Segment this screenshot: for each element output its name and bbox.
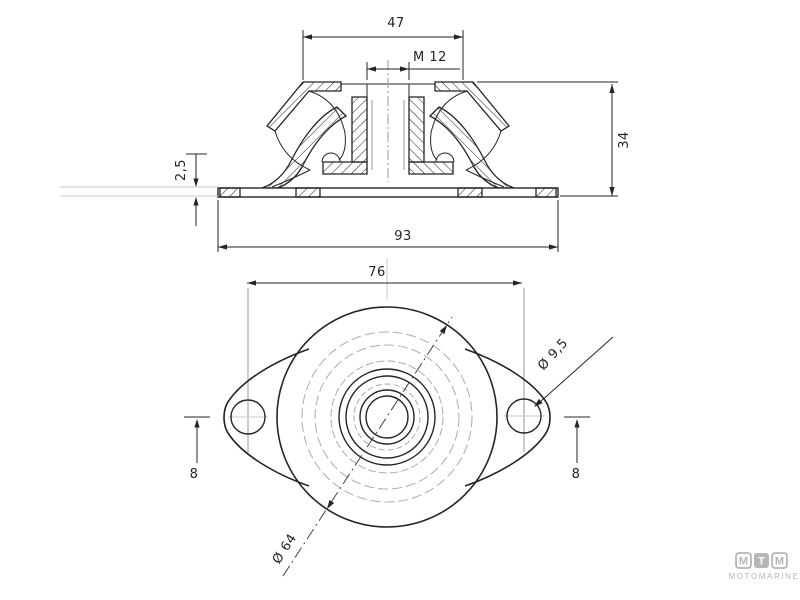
dim-label-thread: M 12: [413, 50, 447, 65]
leader-line: [539, 336, 614, 403]
base-plate-hatch-right-leg: [457, 187, 483, 198]
dim-label-body-diameter: Ø 64: [270, 531, 301, 567]
arrow-right-icon: [454, 34, 463, 40]
logo-box-m2: [771, 552, 788, 569]
arrow-right-icon: [400, 66, 409, 72]
arrow-up-icon: [609, 84, 615, 93]
arrow-up-icon: [574, 419, 580, 428]
logo-subtitle: MOTOMARINE: [729, 572, 800, 581]
dim-top-width: 47: [302, 16, 464, 80]
base-plate: [217, 187, 559, 198]
arrow-down-icon: [609, 187, 615, 196]
side-view-left-half: [261, 81, 389, 189]
arrow-up-icon: [193, 197, 199, 206]
body-ring-27: [359, 389, 415, 445]
dim-left-offset: 8: [184, 416, 210, 482]
base-plate-hatch-left-leg: [295, 187, 321, 198]
base-plate-hatch-right-end: [535, 187, 557, 198]
dim-label-base-width: 93: [394, 229, 412, 244]
left-ear-outline: [223, 348, 310, 487]
side-view: [60, 60, 618, 198]
arrow-lower-icon: [327, 500, 335, 509]
arrow-left-icon: [218, 244, 227, 250]
dim-label-right-offset: 8: [572, 467, 581, 482]
dim-hole-spacing: 76: [247, 265, 522, 286]
arrow-up-icon: [194, 419, 200, 428]
dim-right-offset: 8: [564, 416, 590, 482]
diameter-line: [282, 316, 453, 577]
logo-letter-m2: M: [775, 556, 784, 568]
logo-box-t: [754, 553, 769, 568]
dim-height: 34: [609, 84, 632, 196]
body-outer-circle: [276, 306, 498, 528]
right-bolt-hole: [506, 398, 542, 434]
body-ring-48: [338, 368, 436, 466]
brand-logo: M T M MOTOMARINE: [729, 552, 800, 581]
arrow-left-icon: [247, 280, 256, 286]
arrow-down-icon: [193, 178, 199, 187]
logo-letter-m1: M: [739, 556, 748, 568]
center-hole: [365, 395, 409, 439]
body-ring-85: [301, 331, 473, 503]
right-ear-outline: [464, 348, 551, 487]
dim-hole-diameter: Ø 9,5: [534, 336, 614, 407]
arrow-leader-icon: [534, 398, 543, 407]
left-bolt-hole: [230, 399, 266, 435]
logo-box-m1: [735, 552, 752, 569]
body-ring-56: [330, 360, 444, 474]
dim-plate-thickness: 2,5: [174, 153, 207, 226]
dim-label-left-offset: 8: [190, 467, 199, 482]
arrow-left-icon: [303, 34, 312, 40]
arrow-upper-icon: [439, 325, 447, 335]
logo-letter-t: T: [758, 556, 765, 568]
body-ring-41: [345, 375, 429, 459]
dim-label-hole-spacing: 76: [368, 265, 386, 280]
base-plate-hatch-left-end: [219, 187, 241, 198]
dim-label-height: 34: [617, 131, 632, 149]
dim-thread: M 12: [366, 50, 460, 80]
body-ring-72: [314, 344, 460, 490]
arrow-left-icon: [367, 66, 376, 72]
dim-label-plate-thickness: 2,5: [174, 159, 189, 181]
side-view-right-half: [387, 81, 515, 189]
dim-label-top-width: 47: [387, 16, 405, 31]
dim-label-hole-diameter: Ø 9,5: [535, 336, 571, 374]
body-ring-33: [353, 383, 421, 451]
arrow-right-icon: [549, 244, 558, 250]
dim-base-width: 93: [217, 200, 559, 252]
plan-view: [223, 258, 551, 528]
arrow-right-icon: [513, 280, 522, 286]
